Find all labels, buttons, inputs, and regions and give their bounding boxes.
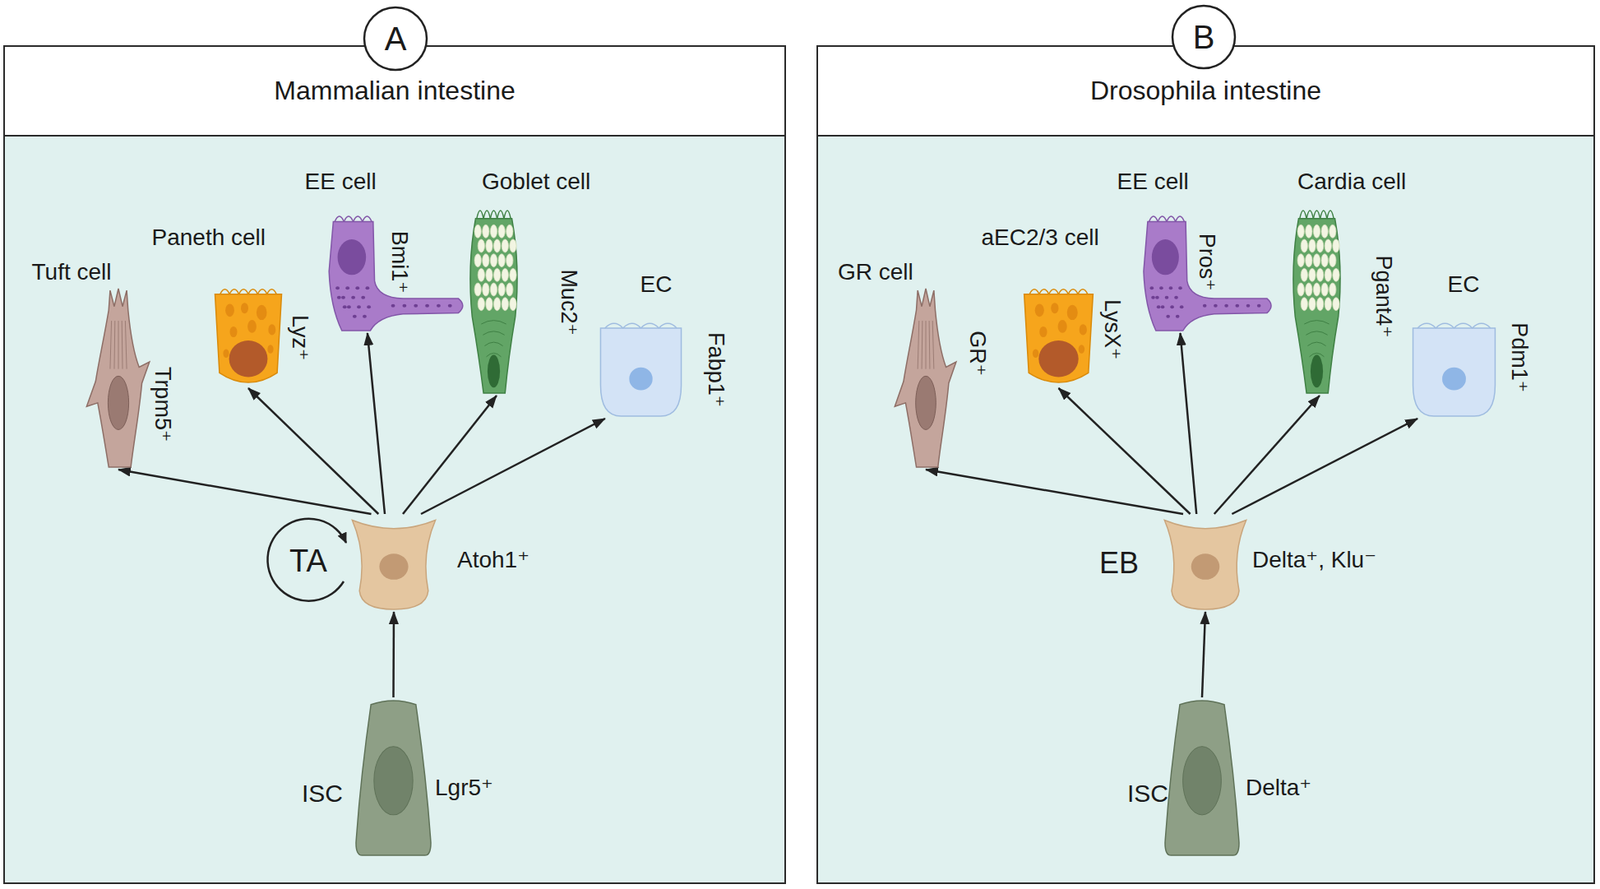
lineage-arrow	[1231, 418, 1418, 514]
self-renewal-loop	[267, 518, 347, 602]
cell-name: ISC	[1127, 779, 1169, 809]
enterocyte: ECPdm1⁺	[1408, 312, 1500, 417]
marker-label: Lgr5⁺	[434, 774, 494, 801]
marker-label: Bmi1⁺	[386, 230, 412, 293]
tuft-cell: GR cellGR⁺	[892, 288, 960, 468]
panel-letter: B	[1193, 20, 1216, 54]
marker-label: Pros⁺	[1193, 232, 1220, 291]
cell-name: ISC	[301, 779, 343, 809]
cell-name: EC	[1447, 271, 1480, 298]
cell-name: Paneth cell	[152, 224, 267, 251]
panel-letter: A	[384, 22, 407, 56]
lineage-arrow	[402, 395, 497, 514]
paneth-cell: Paneth cellLyz⁺	[211, 277, 286, 386]
lineage-arrow	[392, 611, 395, 698]
stem-cell: ISCDelta⁺	[1165, 699, 1240, 856]
marker-label: Trpm5⁺	[149, 365, 176, 441]
intestine-panel: Mammalian intestineATuft cellTrpm5⁺Panet…	[3, 45, 787, 884]
cell-name: TA	[289, 543, 328, 580]
panel-ground	[816, 45, 1596, 884]
lineage-arrow	[420, 418, 606, 514]
goblet-cell: Cardia cellPgant4⁺	[1288, 211, 1346, 394]
marker-label: Pdm1⁺	[1505, 322, 1531, 393]
marker-label: Lyz⁺	[286, 314, 313, 360]
cell-illustration	[1160, 516, 1250, 610]
cell-illustration	[1408, 312, 1500, 417]
tuft-cell: Tuft cellTrpm5⁺	[83, 288, 153, 468]
lineage-arrow	[248, 388, 379, 514]
cell-name: EE cell	[1117, 168, 1189, 195]
cell-name: Goblet cell	[481, 168, 591, 195]
lineage-arrow	[1202, 611, 1206, 698]
intestine-panel: Drosophila intestineBGR cellGR⁺aEC2/3 ce…	[816, 45, 1596, 884]
marker-label: Muc2⁺	[555, 268, 582, 335]
marker-label: Pgant4⁺	[1370, 254, 1397, 338]
marker-label: Fabp1⁺	[702, 332, 728, 407]
lineage-arrow	[367, 332, 385, 514]
goblet-cell: Goblet cellMuc2⁺	[465, 211, 523, 394]
marker-label: Delta⁺	[1245, 774, 1312, 801]
lineage-arrow	[1058, 388, 1191, 514]
ee-cell: EE cellPros⁺	[1139, 212, 1276, 331]
ee-cell: EE cellBmi1⁺	[324, 212, 468, 331]
cell-illustration	[1020, 277, 1097, 386]
cell-illustration	[596, 312, 686, 417]
cell-name: Cardia cell	[1297, 168, 1406, 195]
cell-illustration	[465, 211, 523, 394]
lineage-arrow	[1180, 332, 1198, 514]
lineage-arrow	[118, 469, 372, 514]
panel-letter: A	[362, 5, 429, 72]
enterocyte: ECFabp1⁺	[596, 312, 686, 417]
cell-illustration	[348, 516, 440, 610]
panel-ground	[3, 45, 787, 884]
cell-illustration	[1288, 211, 1346, 394]
progenitor-cell: TAAtoh1⁺	[348, 516, 440, 610]
marker-label: Delta⁺, Klu⁻	[1252, 546, 1377, 574]
marker-label: LysX⁺	[1099, 298, 1125, 359]
marker-label: GR⁺	[963, 330, 990, 376]
cell-name: GR cell	[837, 258, 914, 286]
panel-letter: B	[1170, 4, 1237, 70]
marker-label: Atoh1⁺	[457, 546, 530, 574]
cell-name: Tuft cell	[32, 258, 112, 286]
cell-name: EC	[640, 271, 673, 298]
lineage-arrow	[925, 469, 1184, 514]
cell-illustration	[892, 288, 960, 468]
cell-name: EB	[1099, 545, 1139, 580]
paneth-cell: aEC2/3 cellLysX⁺	[1020, 277, 1097, 386]
cell-illustration	[211, 277, 286, 386]
cell-name: EE cell	[305, 168, 377, 195]
cell-name: aEC2/3 cell	[981, 224, 1100, 251]
cell-illustration	[83, 288, 153, 468]
stem-cell: ISCLgr5⁺	[356, 699, 431, 856]
progenitor-cell: EBDelta⁺, Klu⁻	[1160, 516, 1250, 610]
cell-illustration	[1165, 699, 1240, 856]
cell-illustration	[356, 699, 431, 856]
